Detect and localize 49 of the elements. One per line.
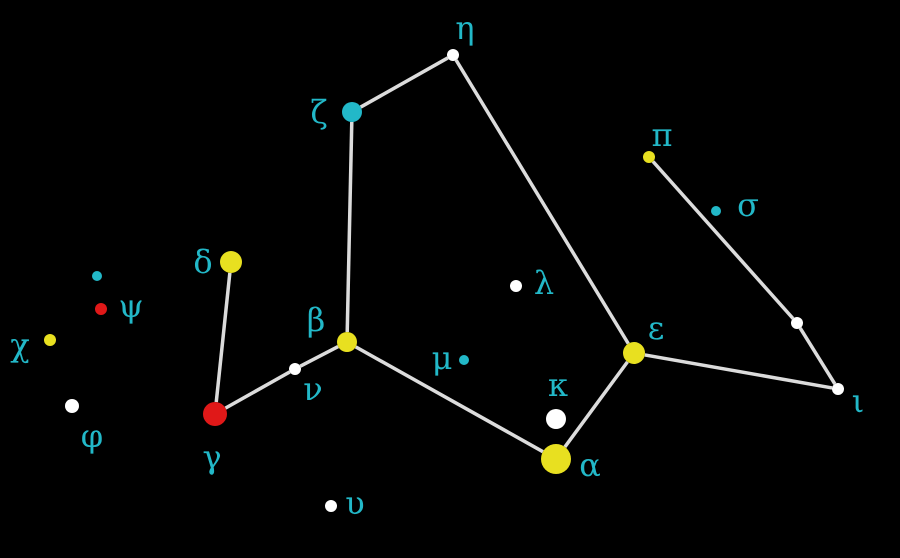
star-label: χ [10, 329, 30, 361]
star-label: ζ [310, 96, 328, 128]
constellation-line [224, 370, 291, 410]
star-dot [459, 355, 469, 365]
constellation-line [652, 160, 794, 320]
star-dot [289, 363, 301, 375]
star-dot [546, 409, 566, 429]
star-dot [44, 334, 56, 346]
star-dot [623, 342, 645, 364]
star-dot [711, 206, 721, 216]
star-label: ψ [118, 290, 144, 322]
star-label: ε [648, 312, 664, 344]
star-label: η [455, 12, 475, 44]
star-label: φ [80, 420, 104, 452]
star-label: ν [303, 373, 323, 405]
constellation-line [300, 345, 339, 368]
star-dot [65, 399, 79, 413]
star-label: λ [534, 267, 554, 299]
star-dot [92, 271, 102, 281]
star-dot [510, 280, 522, 292]
star-dot [832, 383, 844, 395]
star-dot [220, 251, 242, 273]
star-label: π [651, 119, 673, 151]
star-label: κ [548, 369, 568, 401]
star-dot [95, 303, 107, 315]
star-dot [447, 49, 459, 61]
star-label: ι [852, 385, 864, 417]
star-dot [541, 444, 571, 474]
star-dot [203, 402, 227, 426]
star-label: γ [202, 441, 222, 473]
constellation-line [354, 345, 544, 454]
star-label: β [306, 304, 326, 336]
constellation-line [360, 56, 449, 109]
star-label: δ [193, 246, 213, 278]
star-label: υ [345, 487, 365, 519]
constellation-line [214, 272, 232, 402]
star-dot [342, 102, 362, 122]
constellation-line [644, 353, 832, 390]
star-label: μ [432, 342, 452, 374]
constellation-line [563, 360, 629, 448]
constellation-line [798, 327, 836, 385]
star-dot [791, 317, 803, 329]
star-label: σ [737, 189, 759, 221]
star-dot [325, 500, 337, 512]
star-dot [337, 332, 357, 352]
constellation-line [454, 59, 630, 344]
constellation-line [345, 122, 354, 332]
star-dot [643, 151, 655, 163]
star-label: α [579, 449, 601, 481]
